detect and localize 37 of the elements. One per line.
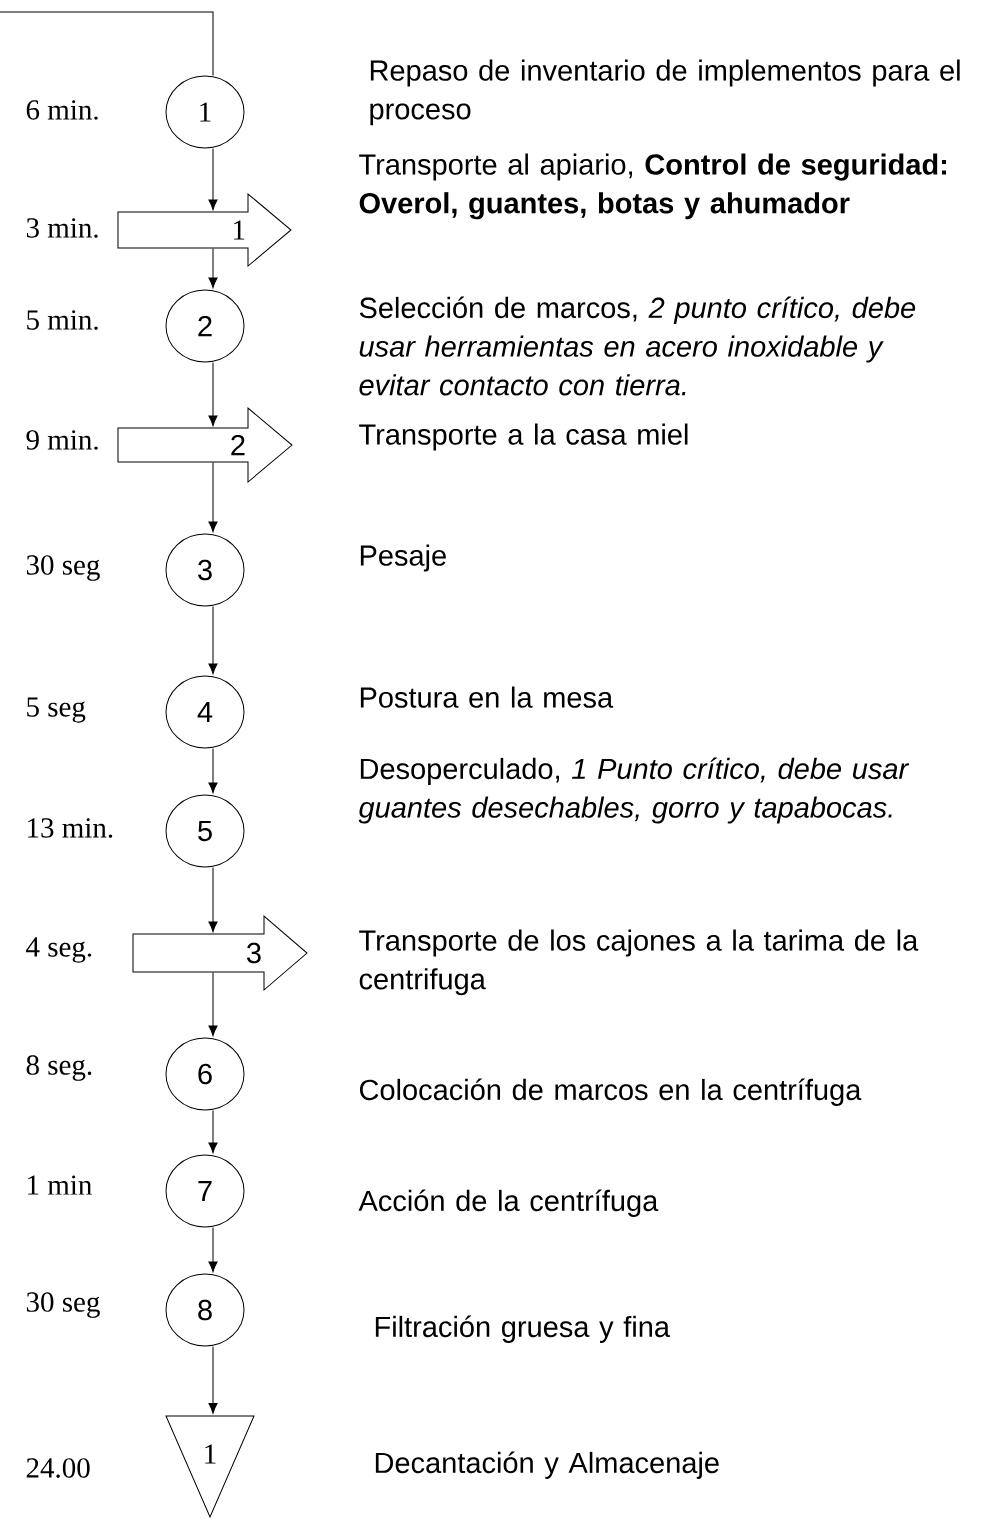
step-description: Repaso de inventario de implementos para el proceso xyxy=(370,59,960,126)
arrow xyxy=(208,748,218,794)
arrow xyxy=(208,1110,218,1154)
step-description: Acción de la centrífuga xyxy=(358,1189,659,1217)
arrow xyxy=(208,362,218,427)
time-label: 5 seg xyxy=(27,697,86,723)
time-label: 5 min. xyxy=(27,310,98,330)
arrow xyxy=(208,148,218,211)
time-label: 13 min. xyxy=(28,818,113,838)
step-description: Postura en la mesa xyxy=(360,686,614,708)
time-label: 24.00 xyxy=(26,1458,90,1478)
arrow xyxy=(208,462,218,533)
arrow xyxy=(208,972,218,1037)
time-label: 4 seg. xyxy=(26,937,92,963)
step-description: Transporte al apiario, Control de seguridad: Overol, guantes, botas y ahumador xyxy=(359,153,947,220)
time-label: 8 seg. xyxy=(26,1055,92,1081)
step-description: Transporte de los cajones a la tarima de la centrifuga xyxy=(359,929,919,996)
time-label: 6 min. xyxy=(26,100,98,120)
time-label: 1 min xyxy=(28,1175,92,1195)
time-label: 30 seg xyxy=(26,555,100,581)
storage-triangle: 1 xyxy=(165,1415,255,1518)
arrow xyxy=(208,1346,218,1414)
time-label: 9 min. xyxy=(26,430,98,450)
step-description: Decantación y Almacenaje xyxy=(375,1451,719,1479)
time-label: 30 seg xyxy=(26,1292,100,1318)
step-description: Transporte a la casa miel xyxy=(359,423,688,451)
step-description: Desoperculado, 1 Punto crítico, debe usar guantes desechables, gorro y tapabocas. xyxy=(358,757,910,824)
arrow xyxy=(208,867,218,933)
arrow xyxy=(208,248,218,289)
time-label: 3 min. xyxy=(26,218,98,238)
step-description: Filtración gruesa y fina xyxy=(375,1315,670,1343)
arrow xyxy=(208,606,218,675)
step-description: Selección de marcos, 2 punto crítico, debe usar herramientas en acero inoxidable y evitar contacto con tierra. xyxy=(359,296,916,396)
step-description: Pesaje xyxy=(360,544,446,572)
step-description: Colocación de marcos en la centrífuga xyxy=(359,1078,862,1106)
arrow xyxy=(208,1227,218,1273)
connector-line xyxy=(0,11,214,76)
